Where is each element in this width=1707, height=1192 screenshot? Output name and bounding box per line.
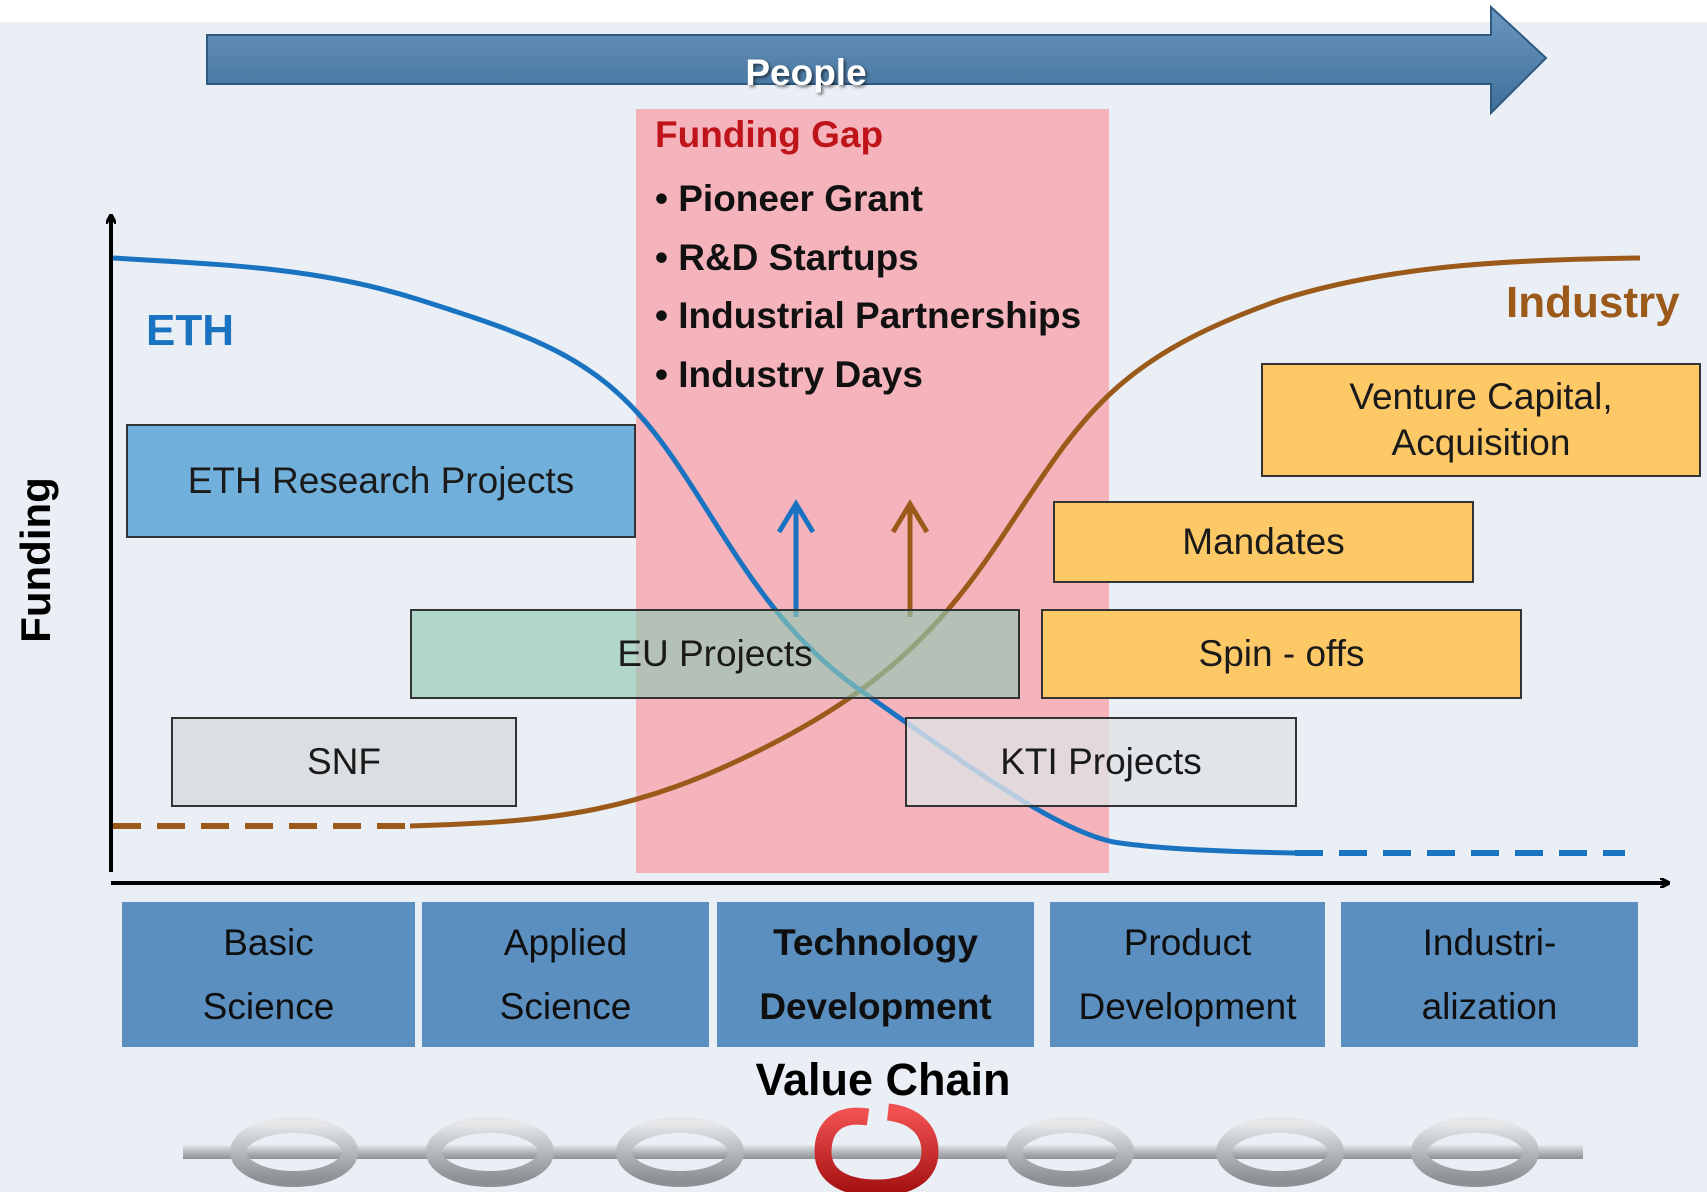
stage-line2: Science — [202, 985, 335, 1027]
stage-product-development: Product Development — [1050, 902, 1325, 1047]
kti-projects-label: KTI Projects — [1000, 740, 1202, 782]
people-arrow — [206, 4, 1548, 116]
chain-icon — [230, 1117, 1539, 1187]
funding-gap-list: Pioneer Grant R&D Startups Industrial Pa… — [655, 170, 1081, 404]
stage-applied-science: Applied Science — [422, 902, 709, 1047]
funding-gap-title: Funding Gap — [655, 114, 884, 155]
venture-capital-line2: Acquisition — [1391, 422, 1571, 463]
snf-box: SNF — [171, 717, 517, 807]
stage-line2: Development — [759, 985, 992, 1027]
funding-axis-label: Funding — [12, 477, 59, 643]
broken-link-icon — [814, 1103, 939, 1192]
stage-line1: Product — [1123, 921, 1252, 963]
venture-capital-label: Venture Capital, Acquisition — [1349, 374, 1612, 467]
stage-label: Product Development — [1078, 911, 1296, 1039]
stage-basic-science: Basic Science — [122, 902, 415, 1047]
industry-curve — [409, 255, 1641, 829]
snf-label: SNF — [307, 740, 381, 782]
funding-gap-item: R&D Startups — [655, 229, 1081, 288]
industry-up-arrow — [890, 499, 930, 617]
funding-gap-item: Industrial Partnerships — [655, 287, 1081, 346]
stage-technology-development: Technology Development — [717, 902, 1034, 1047]
spin-offs-box: Spin - offs — [1041, 609, 1522, 699]
stage-label: Industri- alization — [1422, 911, 1558, 1039]
spin-offs-label: Spin - offs — [1198, 632, 1365, 674]
venture-capital-box: Venture Capital, Acquisition — [1261, 363, 1701, 477]
stage-label: Basic Science — [203, 911, 335, 1039]
eth-research-projects-box: ETH Research Projects — [126, 424, 636, 538]
stage-line2: Development — [1078, 985, 1297, 1027]
stage-label: Technology Development — [759, 911, 991, 1039]
funding-gap-item: Industry Days — [655, 346, 1081, 405]
stage-label: Applied Science — [500, 911, 632, 1039]
stage-line2: alization — [1421, 985, 1558, 1027]
eth-up-arrow — [776, 499, 816, 617]
people-label: People — [745, 52, 867, 93]
mandates-label: Mandates — [1182, 520, 1345, 562]
stage-line1: Applied — [503, 921, 628, 963]
eu-projects-box: EU Projects — [410, 609, 1020, 699]
value-chain-label: Value Chain — [755, 1054, 1011, 1105]
eth-curve — [112, 255, 1296, 856]
industry-label: Industry — [1506, 278, 1680, 327]
venture-capital-line1: Venture Capital, — [1349, 375, 1613, 417]
stage-line1: Basic — [223, 921, 314, 963]
stage-line2: Science — [499, 985, 632, 1027]
mandates-box: Mandates — [1053, 501, 1474, 583]
eth-research-projects-label: ETH Research Projects — [187, 459, 575, 501]
chain-bar — [183, 1145, 1583, 1159]
eu-projects-label: EU Projects — [617, 632, 813, 674]
eth-label: ETH — [146, 306, 234, 355]
funding-gap-item: Pioneer Grant — [655, 170, 1081, 229]
stage-line1: Industri- — [1422, 921, 1557, 963]
stage-line1: Technology — [773, 921, 978, 963]
stage-industrialization: Industri- alization — [1341, 902, 1638, 1047]
kti-projects-box: KTI Projects — [905, 717, 1297, 807]
